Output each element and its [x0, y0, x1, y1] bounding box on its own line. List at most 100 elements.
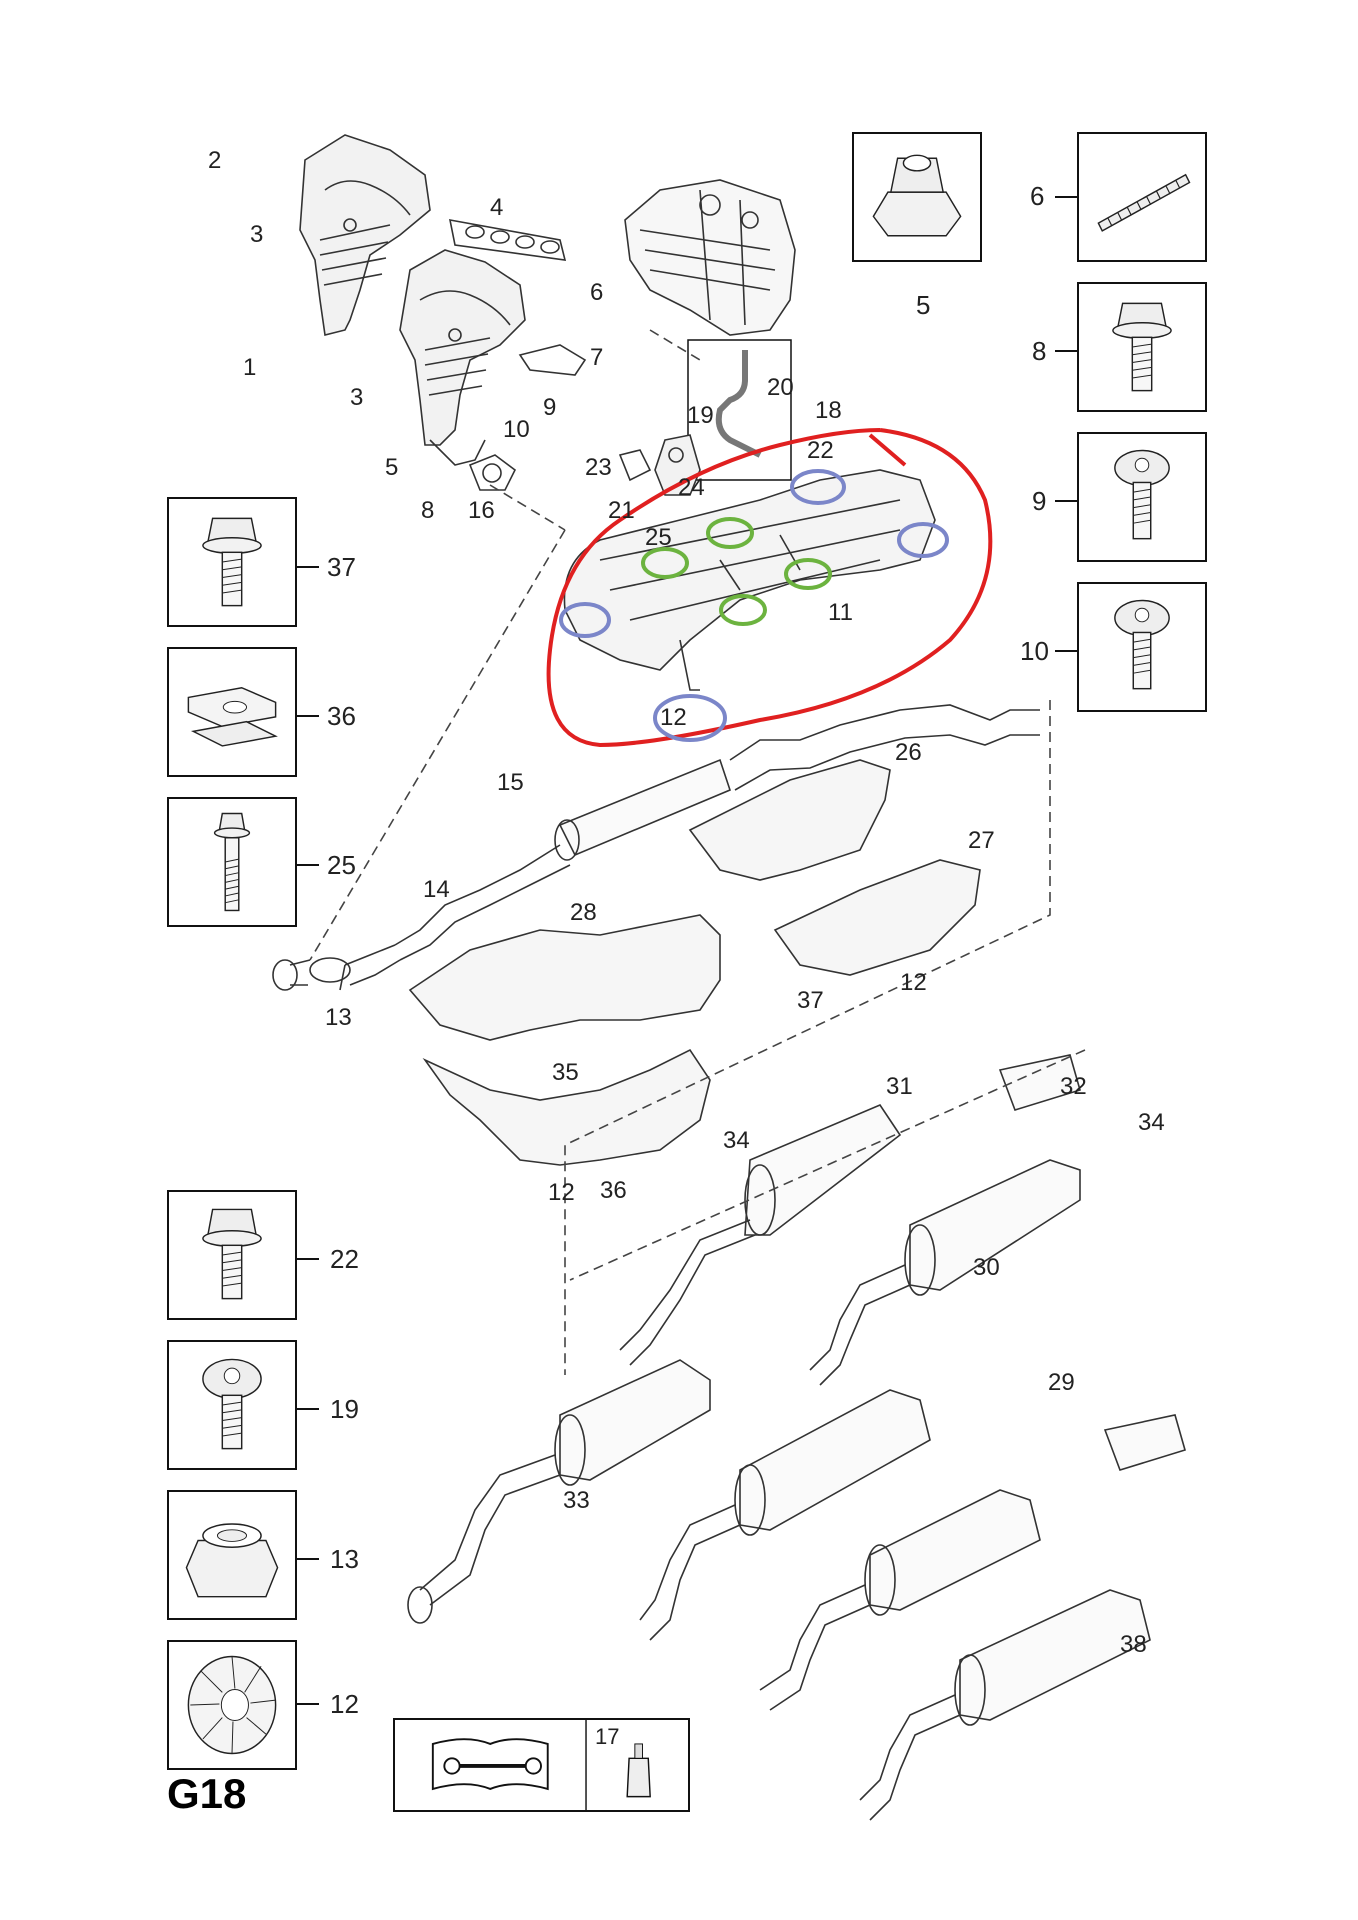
page-code: G18 [167, 1770, 247, 1817]
heat-shield-27 [773, 859, 981, 976]
callout-30: 30 [973, 1254, 1000, 1281]
callout-12b: 12 [900, 969, 927, 996]
torx-screw-icon [202, 1358, 262, 1450]
flange-16 [468, 454, 517, 491]
callout-33: 33 [563, 1487, 590, 1514]
box-label-12: 12 [330, 1689, 359, 1719]
callout-37: 37 [797, 987, 824, 1014]
hex-bolt-icon [202, 517, 262, 607]
fastener-box-19 [167, 1340, 297, 1470]
callout-14: 14 [423, 876, 450, 903]
manual-book-icon [431, 1720, 651, 1810]
torx-screw-icon [1114, 599, 1170, 690]
legend-item-17: 17 [595, 1724, 620, 1749]
callout-34b: 34 [1138, 1109, 1165, 1136]
callout-19: 19 [687, 402, 714, 429]
callout-26: 26 [895, 739, 922, 766]
box-label-36: 36 [327, 701, 356, 731]
fastener-box-8 [1077, 282, 1207, 412]
bracket-7 [518, 344, 587, 376]
callout-11: 11 [828, 599, 853, 626]
long-bolt-icon [213, 812, 251, 912]
fastener-box-6 [1077, 132, 1207, 262]
box-label-10: 10 [1020, 636, 1049, 666]
callout-1: 1 [243, 354, 256, 381]
callout-15: 15 [497, 769, 524, 796]
callout-4: 4 [490, 194, 503, 221]
fastener-box-5 [852, 132, 982, 262]
front-pipe-silencer [394, 704, 1040, 961]
tailpipe-tip-30 [998, 1054, 1081, 1111]
fastener-box-9 [1077, 432, 1207, 562]
rear-silencer-middle [639, 1389, 931, 1641]
rear-silencer-32 [809, 1159, 1081, 1386]
callout-18: 18 [815, 397, 842, 424]
callout-12c: 12 [548, 1179, 575, 1206]
callout-24: 24 [678, 474, 705, 501]
fastener-box-22 [167, 1190, 297, 1320]
box-label-13: 13 [330, 1544, 359, 1574]
front-pipe-14 [272, 944, 401, 991]
callout-9: 9 [543, 394, 556, 421]
engine-sketch [624, 179, 796, 336]
callout-13: 13 [325, 1004, 352, 1031]
box-label-22: 22 [330, 1244, 359, 1274]
callout-23: 23 [585, 454, 612, 481]
callout-2: 2 [208, 147, 221, 174]
callout-8: 8 [421, 497, 434, 524]
red-outline-annotation [546, 428, 993, 748]
manual-reference-box: 17 [393, 1718, 690, 1812]
fastener-box-25 [167, 797, 297, 927]
fastener-box-12 [167, 1640, 297, 1770]
rear-silencer-33 [407, 1359, 711, 1624]
dashed-guides [309, 329, 1086, 1375]
box-label-8: 8 [1032, 336, 1047, 366]
box-label-6: 6 [1030, 181, 1045, 211]
callout-5: 5 [385, 454, 398, 481]
speed-nut-icon [187, 1655, 277, 1755]
hex-nut-icon [185, 1523, 279, 1598]
fastener-box-10 [1077, 582, 1207, 712]
rear-silencer-38 [859, 1589, 1151, 1821]
callout-38: 38 [1120, 1631, 1147, 1658]
manifold-upper [299, 134, 431, 336]
manifold-lower [399, 249, 526, 466]
callout-36: 36 [600, 1177, 627, 1204]
callout-25: 25 [645, 524, 672, 551]
callout-22: 22 [807, 437, 834, 464]
callout-21: 21 [608, 497, 635, 524]
tailpipe-tip-29 [1103, 1414, 1186, 1471]
gasket-4 [448, 219, 567, 261]
fastener-box-37 [167, 497, 297, 627]
callout-29: 29 [1048, 1369, 1075, 1396]
callout-20: 20 [767, 374, 794, 401]
group-box-18 [687, 339, 792, 481]
flange-bolt-icon [1112, 302, 1172, 392]
heat-shield-26 [688, 759, 891, 881]
callout-3b: 3 [350, 384, 363, 411]
box-label-5: 5 [916, 290, 931, 320]
flange-nut-icon [872, 154, 962, 237]
torx-bolt-icon [202, 1208, 262, 1300]
fastener-box-13 [167, 1490, 297, 1620]
box-label-37: 37 [327, 552, 356, 582]
callout-6: 6 [590, 279, 603, 306]
stud-icon [1097, 173, 1191, 232]
fastener-box-36 [167, 647, 297, 777]
torx-screw-icon [1114, 449, 1170, 540]
heat-shield-35 [422, 1048, 711, 1166]
box-label-9: 9 [1032, 486, 1047, 516]
callout-16: 16 [468, 497, 495, 524]
callout-34a: 34 [723, 1127, 750, 1154]
rear-silencer-lower [759, 1489, 1041, 1711]
callout-28: 28 [570, 899, 597, 926]
blue-marks [559, 469, 949, 742]
rear-silencer-31 [619, 1104, 902, 1366]
box-label-25: 25 [327, 850, 356, 880]
callout-27: 27 [968, 827, 995, 854]
spring-clip-icon [187, 687, 278, 747]
callout-10: 10 [503, 416, 530, 443]
callout-3a: 3 [250, 221, 263, 248]
callout-labels: 2 3 1 3 4 6 7 9 10 5 8 16 20 19 18 22 23… [208, 147, 1165, 1658]
